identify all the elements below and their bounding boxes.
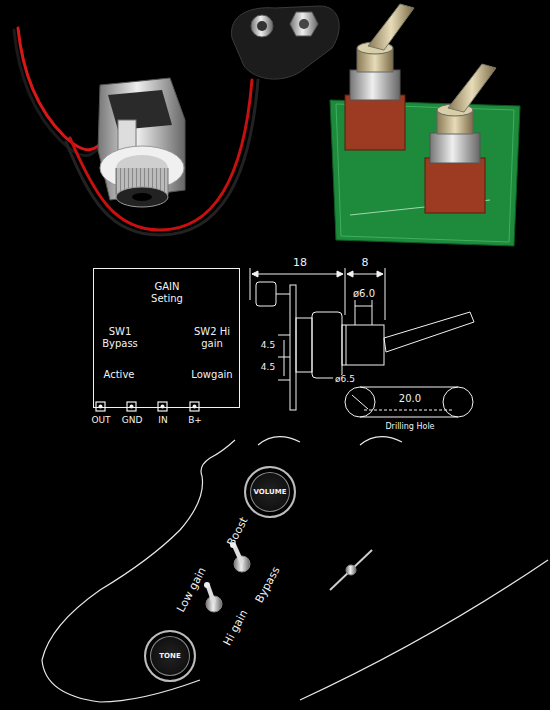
dimension: ø6.5 [333,375,357,385]
pickup-pole [330,550,372,590]
dimension: ø6.0 [353,288,375,299]
dimension: 4.5 [261,341,275,351]
dimension: 4.5 [261,363,275,373]
pin-label: IN [158,416,167,426]
board-pads [96,402,199,411]
dimension: 8 [362,257,369,269]
control-knob: TONE [144,630,196,682]
switch-label: Hi gain [222,608,251,648]
board-label: Active [96,369,142,381]
switch-label: Bypass [253,565,282,605]
pickguard-outline [42,437,548,702]
knob-label: TONE [159,652,180,660]
pin-label: OUT [91,416,110,426]
pin-label: B+ [188,416,202,426]
mini-toggle [204,542,250,612]
switch-dimension-drawing [250,268,474,417]
output-jack [98,78,185,207]
board-label: Lowgain [187,369,237,381]
pin-label: GND [122,416,143,426]
dimension: 20.0 [397,393,423,404]
circuit-board-outline: GAIN SetingSW1 Bypass SW2 Hi gainActive Lo… [93,268,240,408]
battery-snap [232,6,340,79]
switch-label: Low gain [175,566,209,615]
dimension: 18 [293,257,307,269]
knob-label: VOLUME [254,488,287,496]
board-label: GAIN Seting [140,281,194,304]
wires [14,28,258,235]
board-label: SW1 Bypass [96,326,144,349]
dimension-note: Drilling Hole [383,423,436,432]
switch-board-photo [330,4,520,246]
control-knob: VOLUME [244,466,296,518]
switch-label: Boost [225,515,250,548]
board-label: SW2 Hi gain [188,326,236,349]
